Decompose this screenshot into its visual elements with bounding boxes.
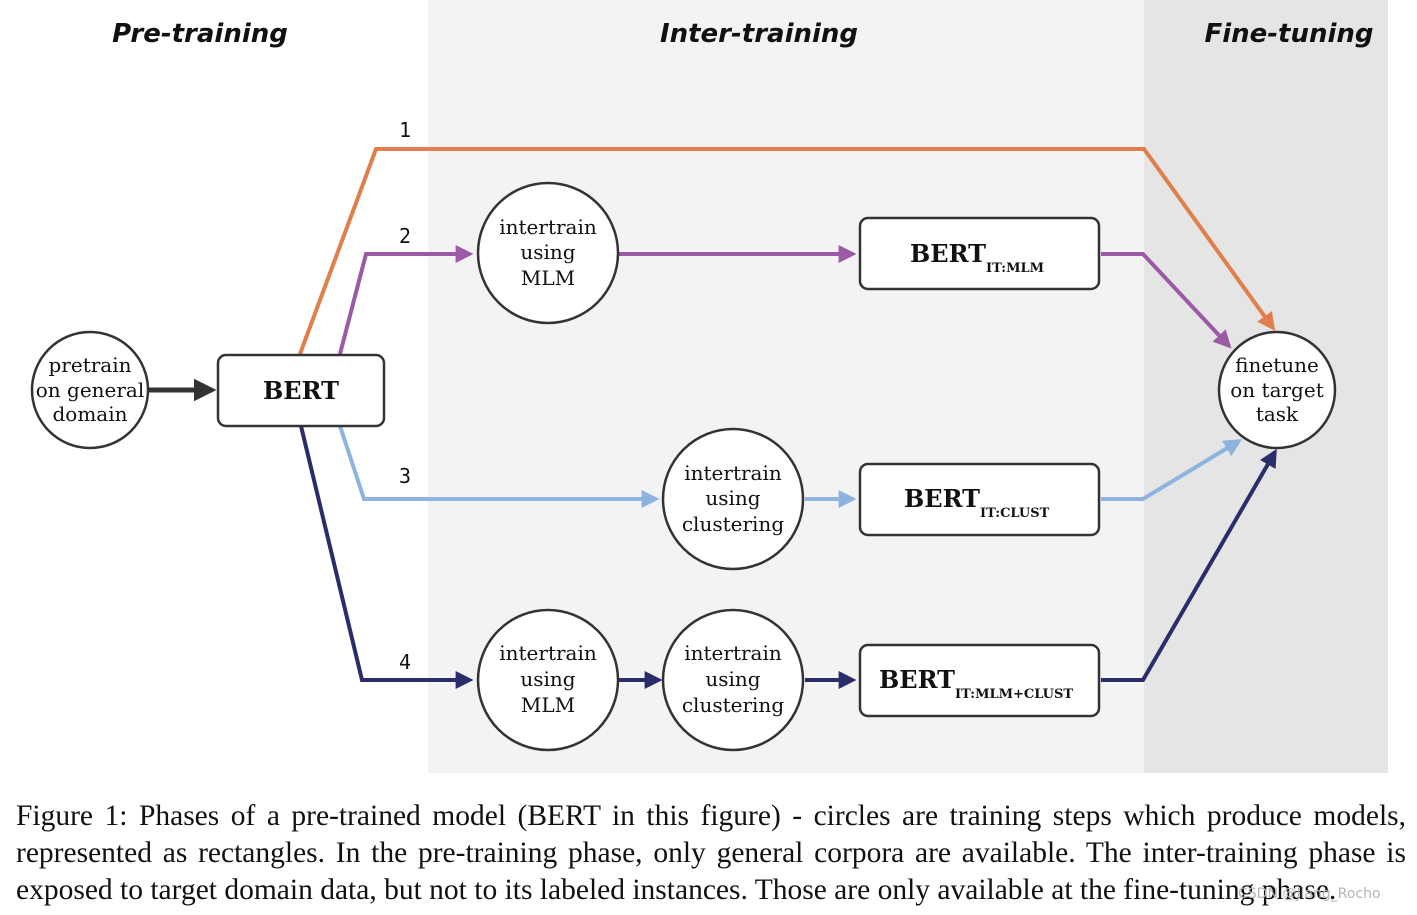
pretrain-line-1: pretrain bbox=[49, 353, 132, 377]
bert-it-mlm-clust-box: BERT IT:MLM+CLUST bbox=[858, 643, 1101, 718]
intertrain-clustering-line-3: clustering bbox=[682, 512, 784, 536]
intertrain-mlm-node-path4: intertrain using MLM bbox=[476, 608, 620, 752]
finetune-line-2: on target bbox=[1230, 378, 1323, 402]
path-1-label: 1 bbox=[399, 118, 411, 142]
intertrain-mlm-line-1: intertrain bbox=[499, 215, 597, 239]
path-3-line-a bbox=[338, 425, 660, 508]
phase-title-pretraining: Pre-training bbox=[112, 19, 288, 49]
path-4-line-d bbox=[1101, 448, 1277, 682]
intertrain-mlm-4-line-1: intertrain bbox=[499, 641, 597, 665]
intertrain-clustering-line-1: intertrain bbox=[684, 461, 782, 485]
bert-label: BERT bbox=[263, 376, 339, 405]
intertrain-mlm-node: intertrain using MLM bbox=[476, 181, 620, 325]
intertrain-mlm-line-2: using bbox=[520, 240, 575, 264]
bert-it-mlm-box: BERT IT:MLM bbox=[858, 216, 1101, 291]
path-2-line-c bbox=[1101, 252, 1232, 349]
path-3-line-c bbox=[1101, 439, 1243, 501]
pretrain-node: pretrain on general domain bbox=[30, 330, 150, 450]
watermark: CSDN @Jiang_Rocho bbox=[1238, 886, 1381, 902]
path-1-line bbox=[298, 147, 1276, 355]
phase-title-finetuning: Fine-tuning bbox=[1204, 19, 1373, 49]
path-2-label: 2 bbox=[399, 224, 411, 248]
pretrain-line-3: domain bbox=[52, 402, 127, 426]
path-2-line-a bbox=[338, 245, 474, 355]
bert-it-mlm-clust-sub: IT:MLM+CLUST bbox=[955, 687, 1073, 702]
finetune-line-3: task bbox=[1256, 402, 1299, 426]
bert-it-clust-main: BERT bbox=[904, 484, 980, 513]
intertrain-mlm-4-line-2: using bbox=[520, 667, 575, 691]
bert-it-clust-box: BERT IT:CLUST bbox=[858, 462, 1101, 537]
path-3-label: 3 bbox=[399, 464, 411, 488]
phase-title-intertraining: Inter-training bbox=[660, 19, 858, 49]
bert-it-mlm-sub: IT:MLM bbox=[986, 261, 1044, 276]
bert-it-mlm-clust-main: BERT bbox=[879, 665, 955, 694]
intertrain-clustering-4-line-1: intertrain bbox=[684, 641, 782, 665]
intertrain-mlm-line-3: MLM bbox=[521, 266, 575, 290]
path-4-label: 4 bbox=[399, 650, 411, 674]
intertrain-clustering-node-path4: intertrain using clustering bbox=[661, 608, 805, 752]
intertrain-mlm-4-line-3: MLM bbox=[521, 693, 575, 717]
intertrain-clustering-node: intertrain using clustering bbox=[661, 427, 805, 571]
intertrain-clustering-line-2: using bbox=[705, 486, 760, 510]
path-4-line-a bbox=[299, 425, 474, 689]
intertrain-clustering-4-line-3: clustering bbox=[682, 693, 784, 717]
pretrain-line-2: on general bbox=[36, 378, 145, 402]
finetune-line-1: finetune bbox=[1235, 353, 1319, 377]
figure-caption: Figure 1: Phases of a pre-trained model … bbox=[16, 800, 1406, 906]
bert-model-box: BERT bbox=[216, 353, 386, 428]
finetune-node: finetune on target task bbox=[1217, 330, 1337, 450]
intertrain-clustering-4-line-2: using bbox=[705, 667, 760, 691]
bert-it-mlm-main: BERT bbox=[910, 239, 986, 268]
bert-it-clust-sub: IT:CLUST bbox=[980, 506, 1050, 521]
